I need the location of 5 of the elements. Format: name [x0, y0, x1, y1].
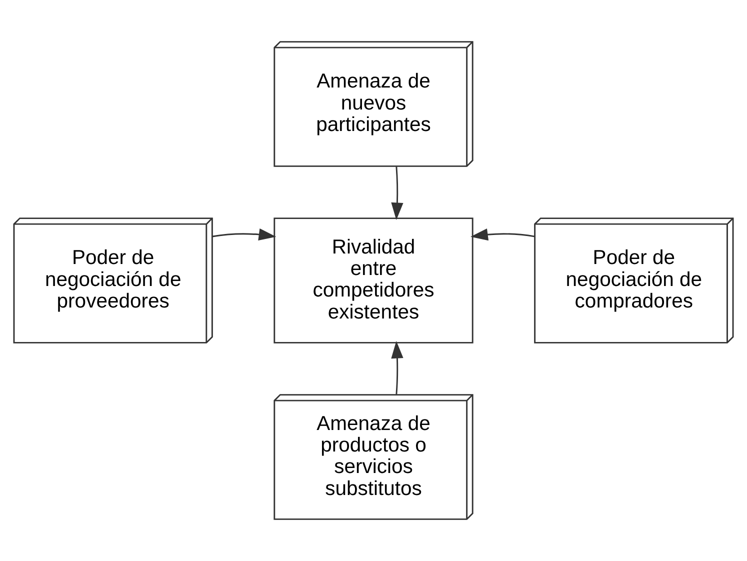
arrow	[391, 166, 404, 220]
arrow	[470, 228, 535, 241]
arrow	[391, 340, 404, 394]
arrow	[212, 228, 276, 241]
node-box: Rivalidad entre competidores existentes	[274, 218, 474, 344]
